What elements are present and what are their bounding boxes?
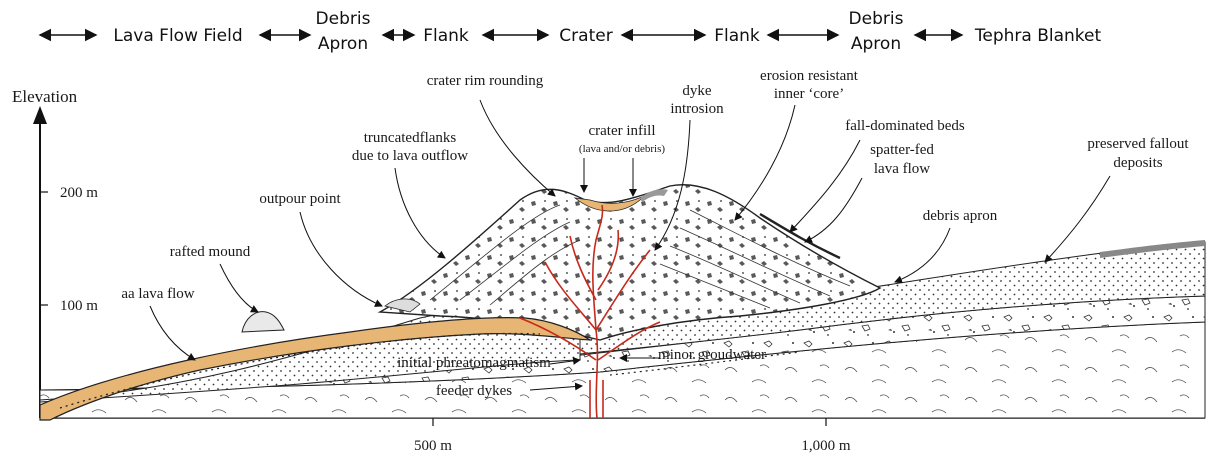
- zone-flank-right: Flank: [714, 26, 760, 46]
- zone-tephra-blanket: Tephra Blanket: [974, 26, 1102, 46]
- label-crater-infill-note: (lava and/or debris): [579, 143, 665, 155]
- cross-section: [39, 184, 1206, 421]
- annotations: crater rim rounding dyke introsion erosi…: [121, 68, 1189, 399]
- zone-debris-apron-right-line2: Apron: [851, 34, 901, 54]
- y-tick-200: 200 m: [60, 185, 98, 201]
- y-tick-100: 100 m: [60, 298, 98, 314]
- zone-debris-apron-right-line1: Debris: [849, 9, 904, 29]
- zone-header: Lava Flow Field Debris Apron Flank Crate…: [38, 9, 1102, 54]
- label-outpour-point: outpour point: [259, 191, 341, 207]
- label-rafted-mound: rafted mound: [170, 244, 251, 260]
- label-minor-groundwater: minor groudwater: [658, 347, 766, 363]
- label-erosion-core-line1: erosion resistant: [760, 68, 859, 84]
- feeder-dykes: [519, 204, 661, 419]
- label-preserved-fallout-line2: deposits: [1113, 155, 1162, 171]
- x-tick-500: 500 m: [414, 438, 452, 454]
- zone-flank-left: Flank: [423, 26, 469, 46]
- label-initial-phreatomagmatism: initial phreatomagmatism: [397, 355, 551, 371]
- x-tick-1000: 1,000 m: [801, 438, 851, 454]
- label-truncated-flanks-line2: due to lava outflow: [352, 148, 468, 164]
- zone-debris-apron-left-line1: Debris: [316, 9, 371, 29]
- label-spatter-fed-line2: lava flow: [874, 161, 930, 177]
- label-fall-dominated-beds: fall-dominated beds: [845, 118, 965, 134]
- label-spatter-fed-line1: spatter-fed: [870, 142, 934, 158]
- zone-lava-flow-field: Lava Flow Field: [113, 26, 242, 46]
- label-crater-rim-rounding: crater rim rounding: [427, 73, 544, 89]
- label-truncated-flanks-line1: truncatedflanks: [364, 130, 457, 146]
- label-feeder-dykes: feeder dykes: [436, 383, 512, 399]
- label-aa-lava-flow: aa lava flow: [121, 286, 194, 302]
- zone-crater: Crater: [559, 26, 612, 46]
- y-axis-title: Elevation: [12, 87, 78, 106]
- zone-debris-apron-left-line2: Apron: [318, 34, 368, 54]
- label-preserved-fallout-line1: preserved fallout: [1087, 136, 1189, 152]
- label-erosion-core-line2: inner ‘core’: [774, 86, 844, 102]
- label-crater-infill: crater infill: [588, 123, 655, 139]
- rafted-mound: [241, 311, 285, 333]
- y-axis-arrow-icon: [33, 106, 47, 124]
- label-dyke-line2: introsion: [670, 101, 724, 117]
- label-debris-apron: debris apron: [923, 208, 998, 224]
- aa-lava-flow: [39, 317, 593, 421]
- label-dyke-line1: dyke: [682, 83, 712, 99]
